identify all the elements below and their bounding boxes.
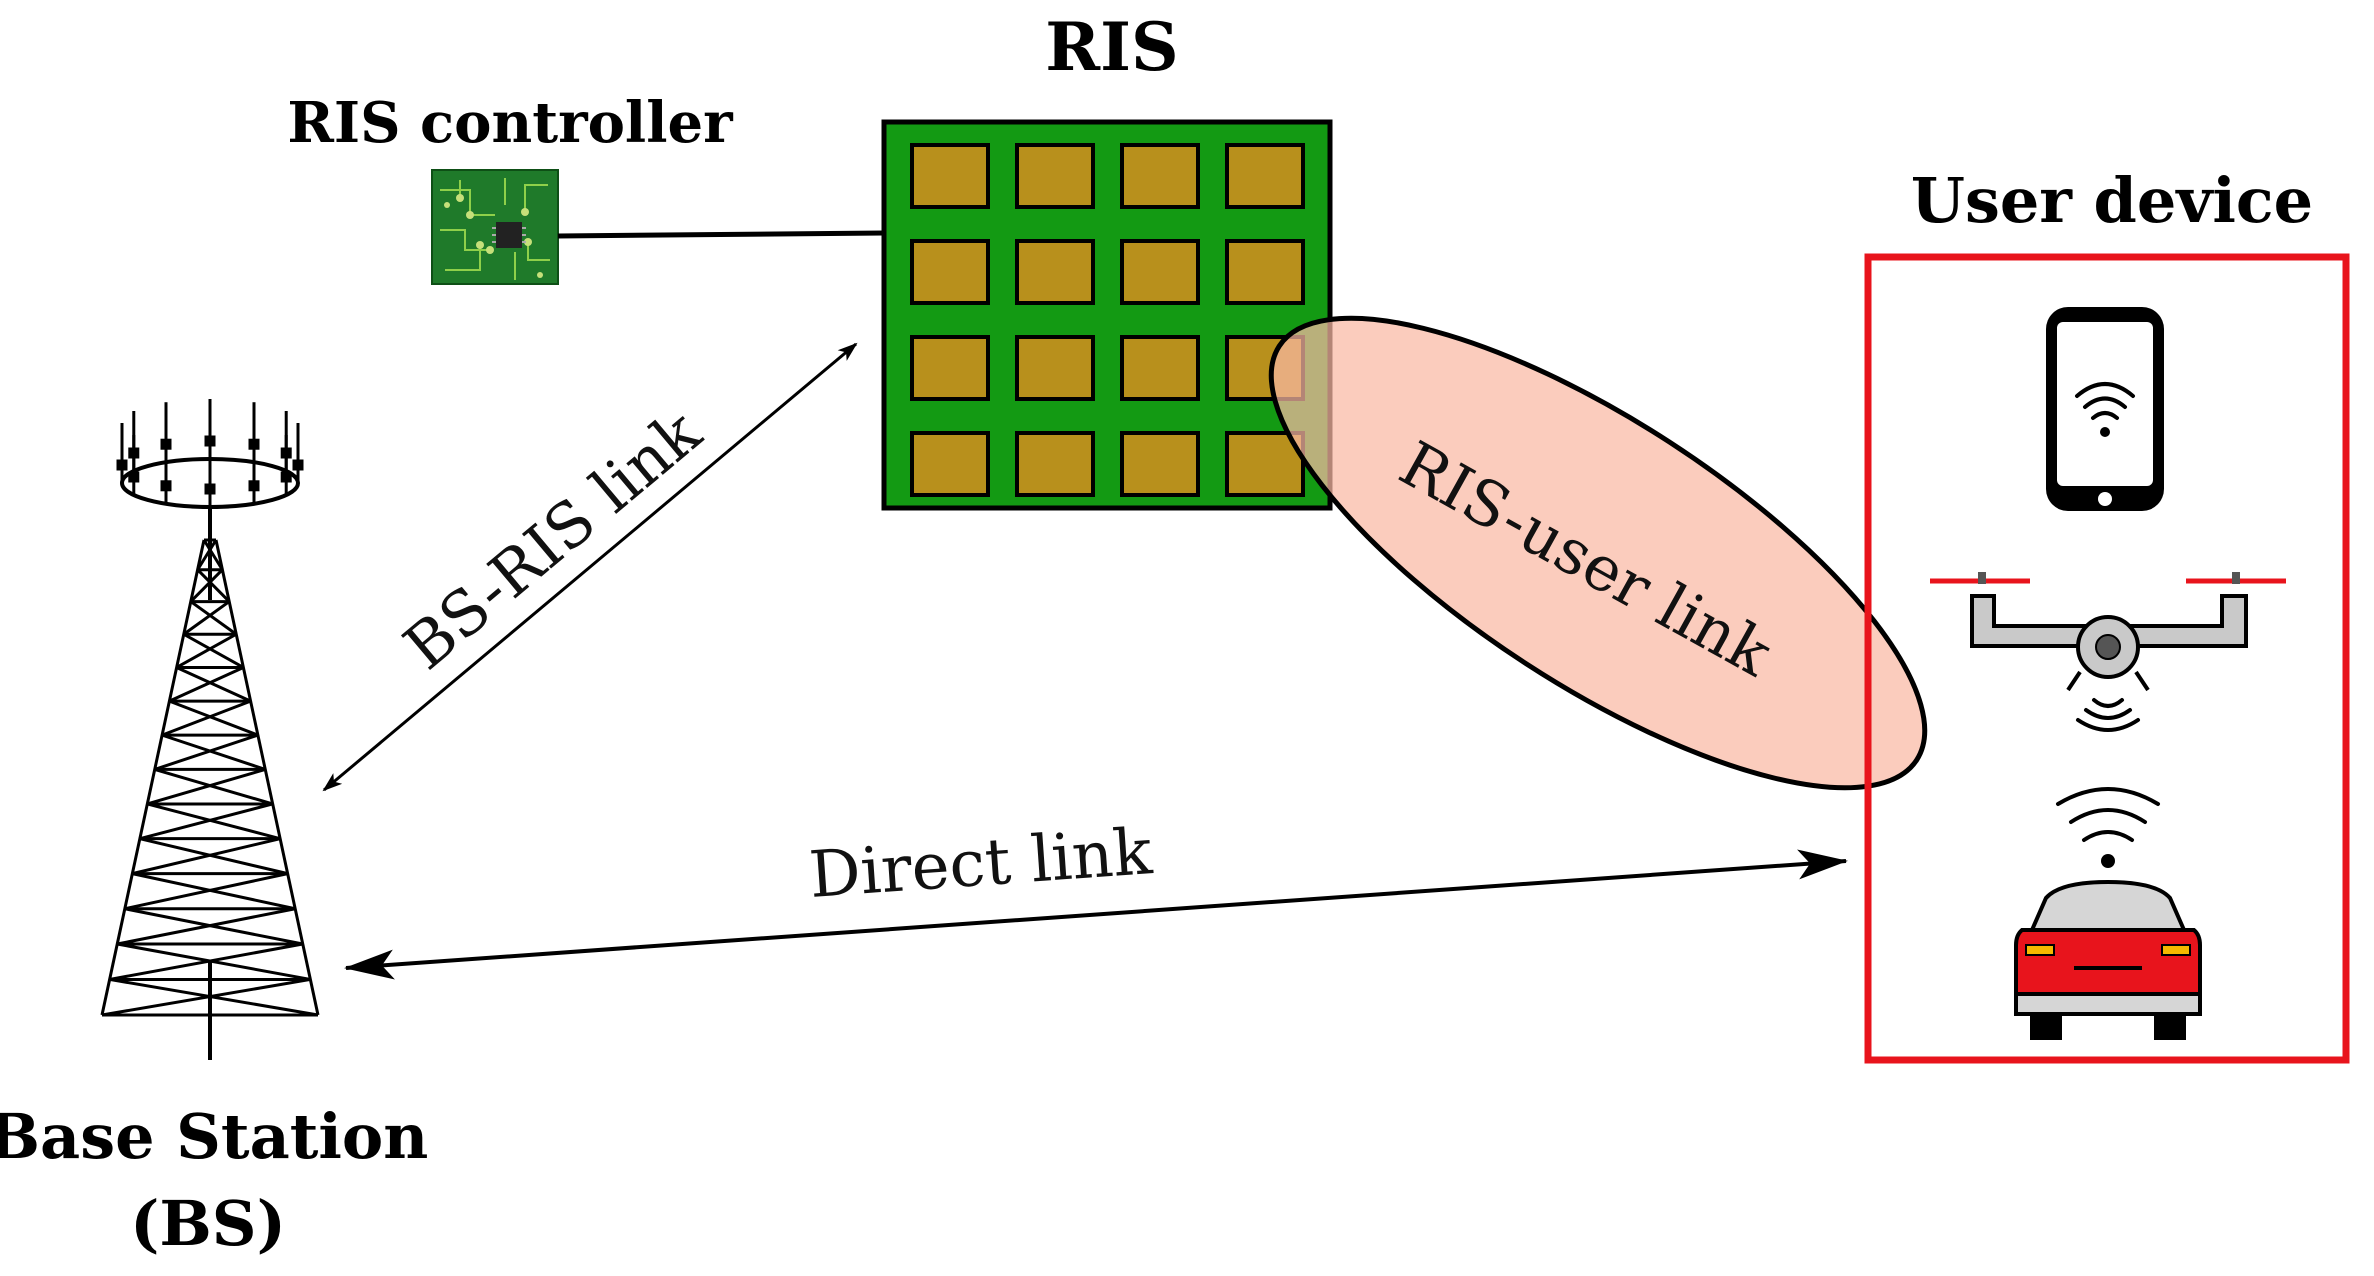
ris-element: [1120, 239, 1200, 305]
ris-element: [1120, 143, 1200, 209]
direct-link-label: Direct link: [807, 815, 1156, 913]
ris-element: [910, 143, 990, 209]
wifi-icon: [2056, 787, 2160, 842]
bs-ris-link-label: BS-RIS link: [390, 395, 714, 684]
ris-element: [1015, 335, 1095, 401]
ris-element: [1120, 335, 1200, 401]
ris-element: [1225, 431, 1305, 497]
controller-ris-wire: [557, 230, 885, 239]
user-device-box: [1864, 253, 2350, 1064]
ris-element: [1015, 239, 1095, 305]
ris-element: [1225, 239, 1305, 305]
tower-icon: [100, 399, 320, 1060]
ris-element: [910, 239, 990, 305]
ris-element-grid: [910, 143, 1305, 497]
ris-title: RIS: [1045, 8, 1178, 86]
ris-user-link-beam: [1268, 315, 1928, 791]
smartphone-icon: [2046, 307, 2164, 511]
ris-element: [1015, 143, 1095, 209]
bs-ris-link-arrow: [322, 342, 858, 792]
direct-link-arrow: [344, 849, 1848, 980]
ris-element: [910, 431, 990, 497]
user-device-label: User device: [1911, 164, 2313, 237]
ris-panel: [881, 119, 1333, 511]
wifi-icon: [2075, 382, 2135, 420]
base-station-label-line2: (BS): [130, 1187, 286, 1260]
ris-element: [1015, 431, 1095, 497]
car-icon: [2014, 787, 2202, 1040]
pcb-chip-icon: [431, 169, 559, 285]
base-station-label-line1: Base Station: [0, 1100, 428, 1173]
ris-element: [1225, 143, 1305, 209]
ris-controller-label: RIS controller: [287, 90, 734, 156]
ris-element: [1120, 431, 1200, 497]
drone-icon: [1930, 572, 2286, 732]
ris-element: [910, 335, 990, 401]
